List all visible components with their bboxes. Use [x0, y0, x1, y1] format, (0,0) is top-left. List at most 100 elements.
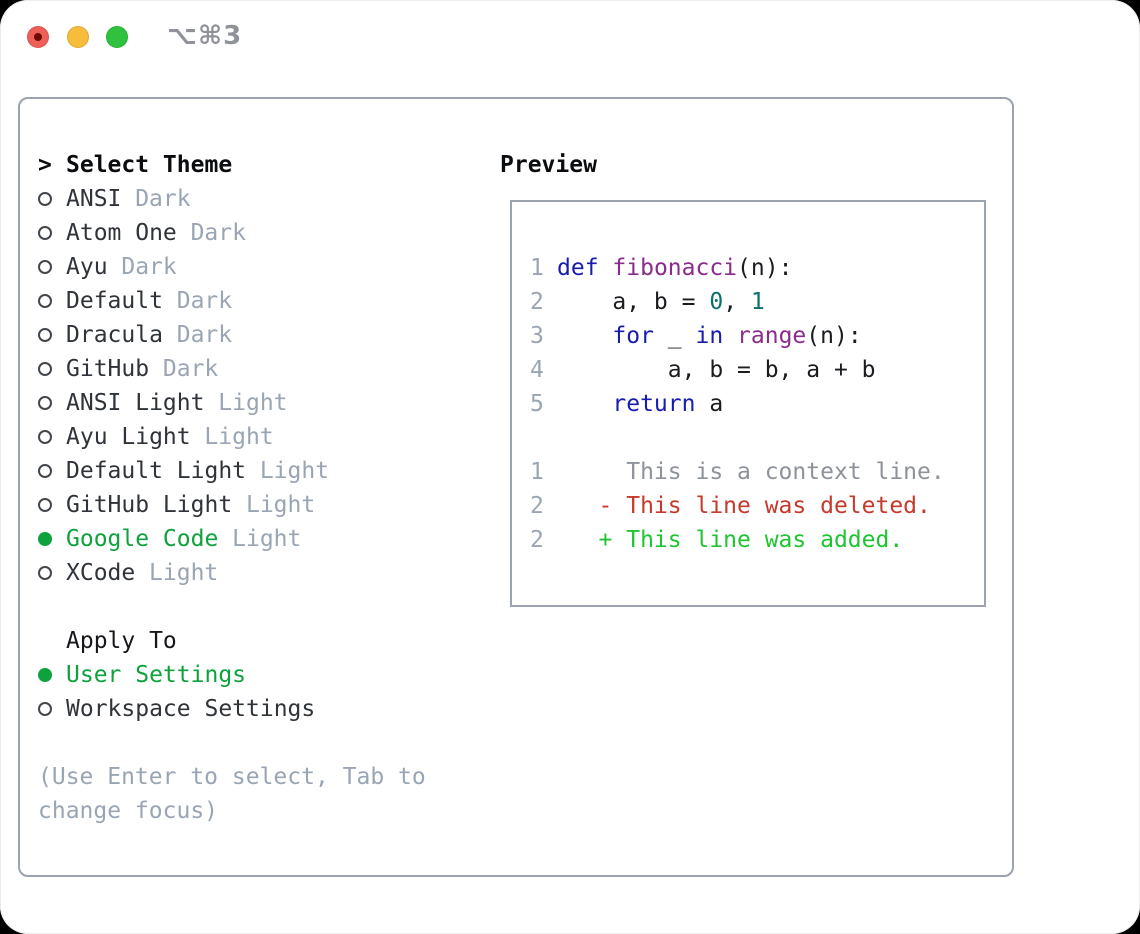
help-text-line-1: (Use Enter to select, Tab to	[38, 764, 426, 790]
theme-option-ansi[interactable]: ANSI Dark	[38, 182, 426, 216]
code-token-pln	[557, 391, 612, 417]
preview-code-line: 4 a, b = b, a + b	[512, 353, 984, 387]
theme-option-label: Dracula	[66, 322, 163, 348]
theme-variant-label: Light	[218, 390, 288, 416]
line-number: 1	[530, 255, 544, 281]
code-token-pln	[723, 323, 737, 349]
theme-variant-label: Light	[149, 560, 219, 586]
code-token-pln: a	[695, 391, 724, 417]
code-token-typ: fibonacci	[612, 255, 738, 281]
line-number: 5	[530, 391, 544, 417]
preview-code-line: 2 a, b = 0, 1	[512, 285, 984, 319]
theme-option-label: Atom One	[66, 220, 177, 246]
preview-code-line: 1 def fibonacci(n):	[512, 251, 984, 285]
select-theme-title: Select Theme	[66, 152, 233, 178]
theme-option-label: ANSI	[66, 186, 122, 212]
code-token-lit: 0	[709, 289, 724, 315]
theme-option-default[interactable]: Default Dark	[38, 284, 426, 318]
theme-option-ansi-light[interactable]: ANSI Light Light	[38, 386, 426, 420]
minimize-button[interactable]	[67, 26, 89, 48]
radio-icon	[38, 396, 52, 410]
apply-option-label: Workspace Settings	[66, 696, 316, 722]
zoom-button[interactable]	[106, 26, 128, 48]
apply-to-title: Apply To	[66, 628, 177, 654]
radio-selected-icon	[38, 532, 52, 546]
theme-option-github[interactable]: GitHub Dark	[38, 352, 426, 386]
diff-text-del: - This line was deleted.	[557, 493, 931, 519]
help-text-line-2: change focus)	[38, 798, 219, 824]
window-shortcut-label: ⌥⌘3	[167, 21, 243, 51]
theme-variant-label: Dark	[135, 186, 191, 212]
theme-variant-label: Light	[232, 526, 302, 552]
code-token-pln: _	[653, 323, 696, 349]
radio-icon	[38, 294, 52, 308]
theme-option-ayu-light[interactable]: Ayu Light Light	[38, 420, 426, 454]
theme-option-xcode[interactable]: XCode Light	[38, 556, 426, 590]
apply-to-list: User Settings Workspace Settings	[38, 658, 426, 726]
code-token-pln	[557, 323, 612, 349]
apply-option-workspace-settings[interactable]: Workspace Settings	[38, 692, 426, 726]
theme-variant-label: Light	[204, 424, 274, 450]
theme-variant-label: Light	[259, 458, 330, 484]
preview-code-line: 5 return a	[512, 387, 984, 421]
theme-option-atom-one[interactable]: Atom One Dark	[38, 216, 426, 250]
theme-column: > Select Theme ANSI Dark Atom One Dark A…	[38, 148, 426, 828]
theme-option-label: ANSI Light	[66, 390, 205, 416]
preview-title: Preview	[500, 152, 597, 178]
theme-variant-label: Dark	[121, 254, 177, 280]
theme-variant-label: Dark	[176, 288, 233, 314]
code-token-kwd: for	[612, 323, 654, 349]
theme-option-label: Ayu	[66, 254, 108, 280]
code-token-kwd: def	[557, 255, 599, 281]
line-number: 2	[530, 289, 544, 315]
preview-box: 1 def fibonacci(n): 2 a, b = 0, 1 3 for …	[510, 200, 986, 607]
radio-selected-icon	[38, 668, 52, 682]
preview-diff-line-add: 2 + This line was added.	[512, 523, 984, 557]
code-token-kwd: in	[695, 323, 724, 349]
spacer	[38, 590, 426, 624]
code-token-pln: (n):	[806, 323, 862, 349]
theme-option-ayu[interactable]: Ayu Dark	[38, 250, 426, 284]
close-dot-icon	[34, 33, 42, 41]
main-panel: > Select Theme ANSI Dark Atom One Dark A…	[18, 97, 1014, 877]
select-theme-header: > Select Theme	[38, 148, 426, 182]
line-number: 1	[530, 459, 544, 485]
theme-option-google-code[interactable]: Google Code Light	[38, 522, 426, 556]
preview-blank-line	[512, 421, 984, 455]
code-token-pln: (n):	[737, 255, 793, 281]
code-token-kwd: return	[612, 391, 696, 417]
spacer	[38, 726, 426, 760]
radio-icon	[38, 430, 52, 444]
radio-icon	[38, 566, 52, 580]
theme-option-label: Default Light	[66, 458, 247, 484]
radio-icon	[38, 498, 52, 512]
theme-variant-label: Dark	[176, 322, 233, 348]
theme-option-label: Default	[66, 288, 163, 314]
radio-icon	[38, 464, 52, 478]
theme-list: ANSI Dark Atom One Dark Ayu Dark Default…	[38, 182, 426, 590]
radio-icon	[38, 226, 52, 240]
apply-to-header: Apply To	[38, 624, 426, 658]
preview-code-line: 3 for _ in range(n):	[512, 319, 984, 353]
diff-text-ctx: This is a context line.	[557, 459, 945, 485]
line-number: 2	[530, 527, 544, 553]
theme-option-github-light[interactable]: GitHub Light Light	[38, 488, 426, 522]
apply-option-label: User Settings	[66, 662, 247, 688]
close-button[interactable]	[27, 26, 49, 48]
code-token-lit: 1	[750, 289, 765, 315]
theme-option-dracula[interactable]: Dracula Dark	[38, 318, 426, 352]
code-token-pln: a, b = b, a + b	[557, 357, 876, 383]
theme-option-label: Ayu Light	[66, 424, 191, 450]
code-token-typ: range	[737, 323, 807, 349]
preview-diff-line-del: 2 - This line was deleted.	[512, 489, 984, 523]
theme-variant-label: Dark	[162, 356, 219, 382]
theme-option-default-light[interactable]: Default Light Light	[38, 454, 426, 488]
radio-icon	[38, 362, 52, 376]
apply-option-user-settings[interactable]: User Settings	[38, 658, 426, 692]
line-number: 4	[530, 357, 544, 383]
code-token-pln	[599, 255, 613, 281]
theme-option-label: Google Code	[66, 526, 219, 552]
radio-icon	[38, 328, 52, 342]
theme-option-label: GitHub Light	[66, 492, 233, 518]
